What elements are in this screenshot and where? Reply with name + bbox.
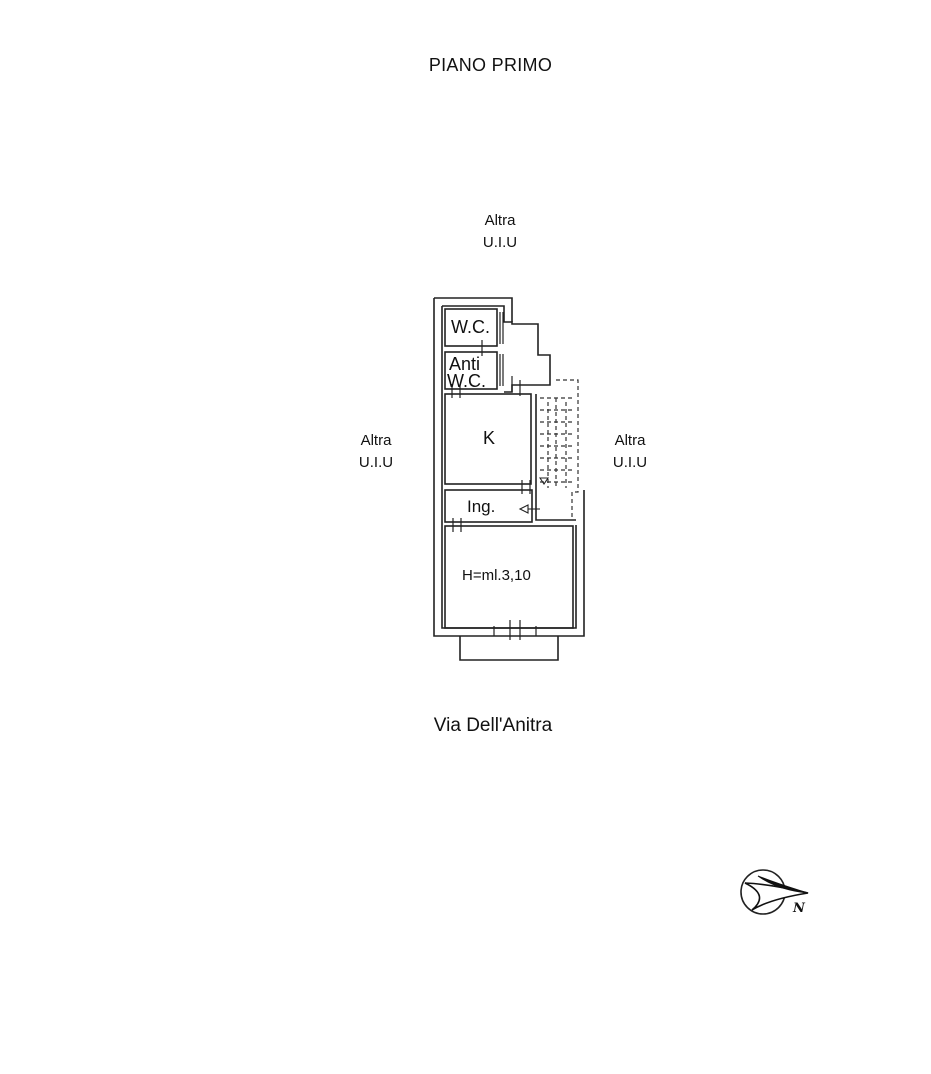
balcony	[459, 636, 559, 661]
entrance-arrow	[518, 504, 529, 514]
door-marks	[451, 312, 537, 640]
neighbour-north: Altra U.I.U	[460, 210, 540, 254]
neighbour-east-line2: U.I.U	[612, 454, 648, 471]
room-living	[444, 525, 574, 629]
neighbour-north-line1: Altra	[484, 212, 516, 229]
label-kitchen: K	[483, 428, 495, 448]
label-living-height: H=ml.3,10	[462, 567, 531, 584]
stair-arrows	[518, 477, 550, 514]
service-duct	[503, 318, 551, 393]
room-wc	[444, 308, 498, 347]
stair-wall	[535, 394, 576, 521]
stair-arrow-down	[538, 477, 550, 485]
inner-top-line	[442, 305, 505, 318]
plan-title: PIANO PRIMO	[428, 55, 553, 75]
neighbour-west-line1: Altra	[360, 432, 392, 449]
label-anti-wc-1: Anti	[449, 354, 480, 374]
room-kitchen	[444, 393, 532, 485]
neighbour-north-line2: U.I.U	[482, 234, 518, 251]
outer-wall-left	[433, 298, 585, 637]
label-wc: W.C.	[451, 317, 490, 337]
room-anti-wc	[444, 351, 498, 390]
neighbour-east-line1: Altra	[614, 432, 646, 449]
street-name: Via Dell'Anitra	[433, 715, 553, 736]
neighbour-west-line2: U.I.U	[358, 454, 394, 471]
label-entrance: Ing.	[467, 497, 495, 516]
compass-label: N	[793, 901, 805, 916]
room-entrance	[444, 489, 533, 523]
north-arrow-icon	[740, 869, 809, 915]
outer-wall-top	[434, 297, 513, 322]
staircase	[540, 379, 579, 520]
label-anti-wc-2: W.C.	[447, 371, 486, 391]
neighbour-west: Altra U.I.U	[336, 430, 416, 474]
walls	[433, 297, 585, 661]
neighbour-east: Altra U.I.U	[590, 430, 670, 474]
